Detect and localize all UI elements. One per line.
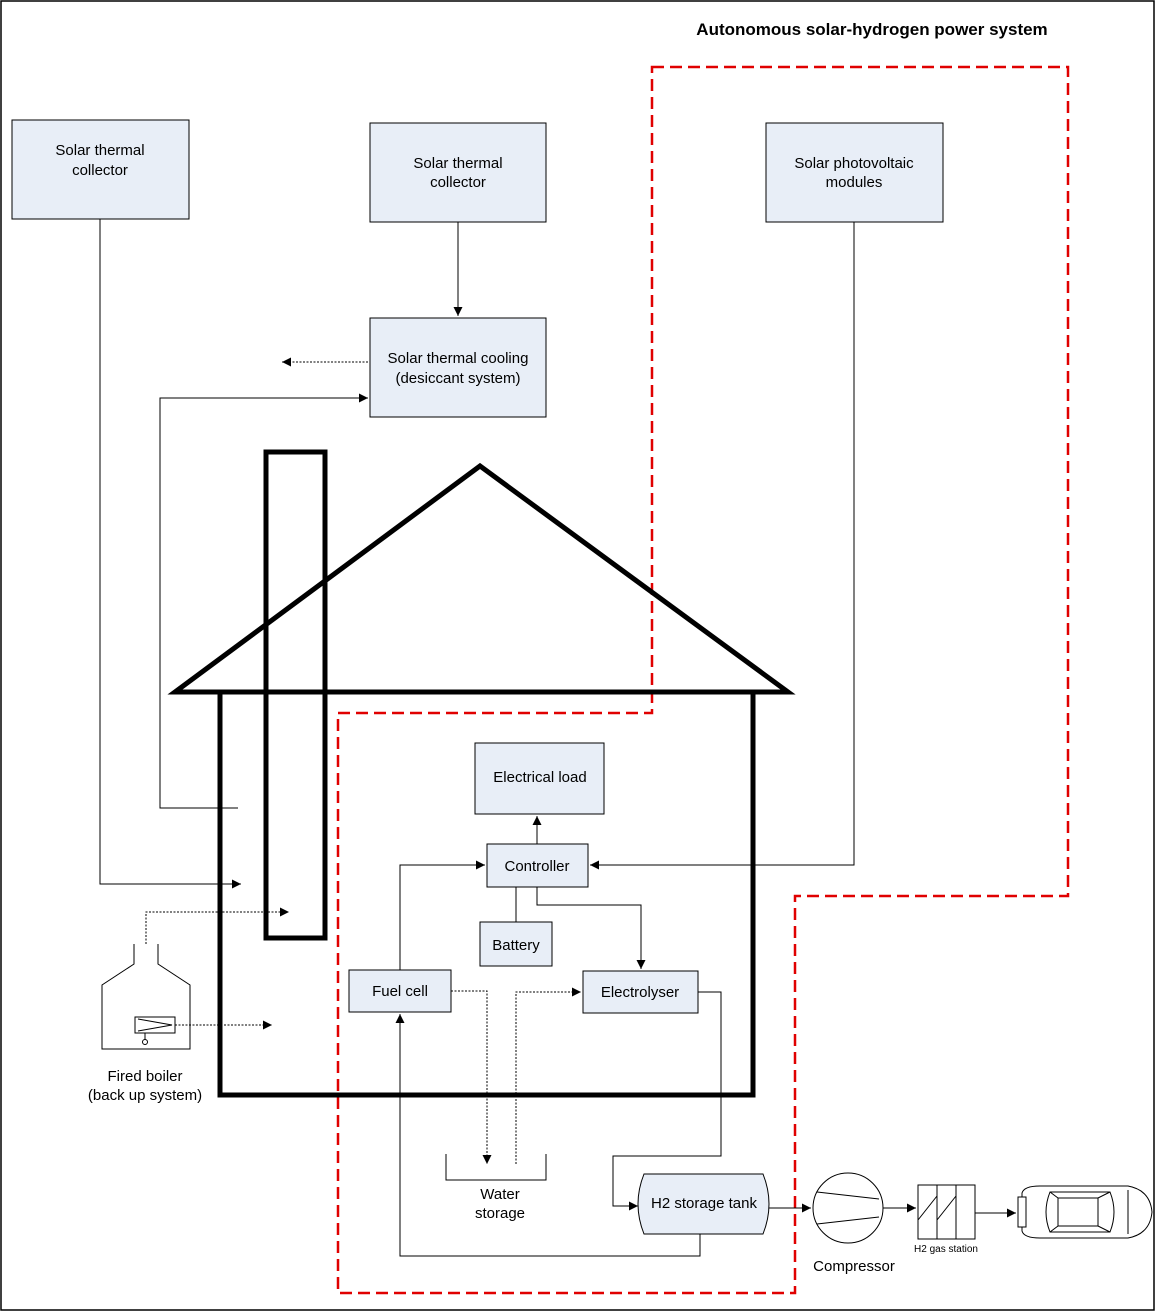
fired-boiler-label-2: (back up system) — [88, 1087, 202, 1104]
solar-thermal-collector-middle: Solar thermal collector — [369, 122, 547, 223]
car-icon — [1017, 1185, 1153, 1239]
boiler-icon — [101, 944, 191, 1050]
electrolyser: Electrolyser — [582, 970, 699, 1014]
svg-text:Fuel cell: Fuel cell — [372, 983, 428, 1000]
autonomous-system-boundary — [336, 65, 1070, 1295]
svg-text:Electrical load: Electrical load — [493, 769, 586, 786]
svg-text:Solar thermal cooling: Solar thermal cooling — [388, 350, 529, 367]
compressor-icon — [812, 1172, 884, 1244]
svg-text:Solar thermal: Solar thermal — [413, 155, 502, 172]
battery: Battery — [479, 921, 553, 967]
svg-text:Solar photovoltaic: Solar photovoltaic — [794, 155, 914, 172]
svg-text:modules: modules — [826, 174, 883, 191]
controller: Controller — [486, 843, 589, 888]
compressor-label: Compressor — [813, 1258, 895, 1275]
diagram-title: Autonomous solar-hydrogen power system — [696, 20, 1047, 39]
fuel-cell: Fuel cell — [348, 969, 452, 1013]
svg-text:H2 storage tank: H2 storage tank — [651, 1195, 757, 1212]
water-storage: Water storage — [445, 1154, 547, 1222]
electrical-load: Electrical load — [474, 742, 605, 815]
svg-text:Water: Water — [480, 1186, 519, 1203]
svg-text:Controller: Controller — [504, 858, 569, 875]
svg-text:Solar thermal: Solar thermal — [55, 142, 144, 159]
h2-storage-tank: H2 storage tank — [637, 1173, 770, 1235]
solar-photovoltaic-modules: Solar photovoltaic modules — [765, 122, 944, 223]
solar-thermal-collector-left: Solar thermal collector — [11, 119, 190, 220]
svg-text:collector: collector — [430, 174, 486, 191]
svg-text:storage: storage — [475, 1205, 525, 1222]
svg-text:Battery: Battery — [492, 937, 540, 954]
svg-text:(desiccant system): (desiccant system) — [395, 370, 520, 387]
h2-gas-station-label: H2 gas station — [914, 1244, 978, 1255]
gas-station-icon — [917, 1184, 976, 1240]
svg-text:Electrolyser: Electrolyser — [601, 984, 679, 1001]
fired-boiler-label-1: Fired boiler — [107, 1068, 182, 1085]
connections — [99, 219, 1016, 1257]
svg-text:collector: collector — [72, 162, 128, 179]
solar-thermal-cooling: Solar thermal cooling (desiccant system) — [369, 317, 547, 418]
house-outline — [167, 449, 796, 1098]
